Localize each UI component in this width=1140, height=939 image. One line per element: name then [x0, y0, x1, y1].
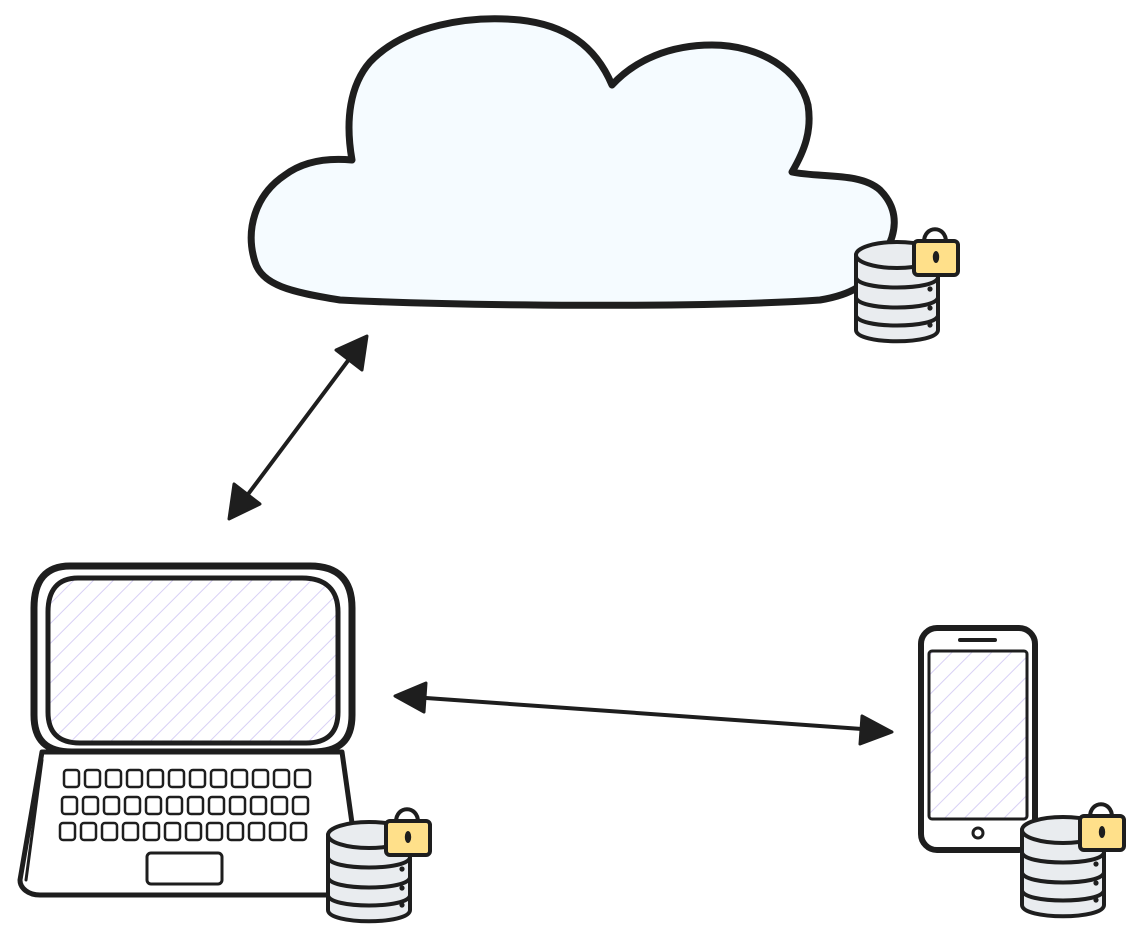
keyboard-key: [125, 768, 144, 789]
encrypted-database-icon: [1020, 802, 1126, 919]
keyboard-key: [205, 821, 224, 842]
keyboard-key: [226, 821, 245, 842]
keyboard-key: [186, 795, 205, 816]
arrow-laptop-phone: [393, 681, 894, 746]
laptop-node: [17, 562, 432, 924]
cloud-node: [247, 15, 960, 344]
keyboard-key: [251, 768, 270, 789]
keyboard-key: [249, 795, 268, 816]
keyboard-key: [60, 795, 79, 816]
keyboard-key: [291, 795, 310, 816]
keyboard-key: [79, 821, 98, 842]
keyboard-key: [163, 821, 182, 842]
keyboard-key: [102, 795, 121, 816]
laptop-icon: [17, 562, 363, 898]
keyboard-key: [270, 795, 289, 816]
smartphone-icon: [918, 625, 1038, 853]
keyboard-key: [165, 795, 184, 816]
keyboard-key: [293, 768, 312, 789]
keyboard-key: [146, 768, 165, 789]
phone-node: [918, 625, 1126, 919]
cloud-icon: [247, 15, 898, 309]
keyboard-key: [167, 768, 186, 789]
keyboard-key: [247, 821, 266, 842]
keyboard-key: [58, 821, 77, 842]
keyboard-key: [228, 795, 247, 816]
keyboard-key: [230, 768, 249, 789]
keyboard-key: [209, 768, 228, 789]
encrypted-database-icon: [854, 227, 960, 344]
keyboard-key: [144, 795, 163, 816]
keyboard-key: [184, 821, 203, 842]
encrypted-database-icon: [326, 807, 432, 924]
keyboard-key: [100, 821, 119, 842]
keyboard-key: [207, 795, 226, 816]
keyboard-key: [104, 768, 123, 789]
laptop-screen: [45, 575, 341, 746]
arrow-laptop-cloud: [227, 334, 369, 521]
keyboard-key: [289, 821, 308, 842]
keyboard-key: [81, 795, 100, 816]
keyboard-key: [62, 768, 81, 789]
keyboard-key: [268, 821, 287, 842]
phone-screen: [927, 649, 1029, 821]
keyboard-key: [121, 821, 140, 842]
keyboard-key: [272, 768, 291, 789]
keyboard-key: [188, 768, 207, 789]
keyboard-key: [142, 821, 161, 842]
keyboard-key: [83, 768, 102, 789]
keyboard-key: [123, 795, 142, 816]
trackpad: [145, 851, 224, 886]
